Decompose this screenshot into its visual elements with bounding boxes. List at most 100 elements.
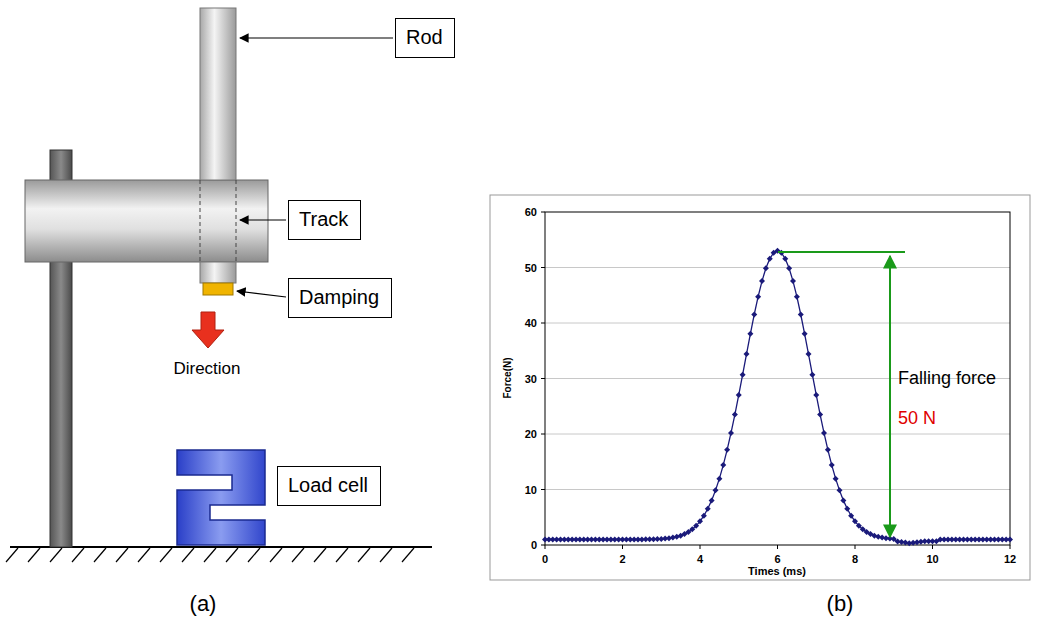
data-marker xyxy=(844,506,850,512)
hatch-stroke xyxy=(226,548,238,562)
data-marker xyxy=(767,256,773,262)
data-marker xyxy=(751,311,757,317)
data-marker xyxy=(809,372,815,378)
axis-tick-label: 0 xyxy=(542,554,548,565)
tick xyxy=(700,545,701,549)
hatch-stroke xyxy=(248,548,260,562)
data-marker xyxy=(720,462,726,468)
leader-line xyxy=(237,291,286,297)
grid-line xyxy=(545,323,1010,324)
tick xyxy=(541,212,545,213)
hatch-stroke xyxy=(94,548,106,562)
hatch-stroke xyxy=(6,548,18,562)
tick xyxy=(541,434,545,435)
force-curve xyxy=(545,251,1010,543)
data-marker xyxy=(829,462,835,468)
rod-lower xyxy=(200,262,236,283)
tick xyxy=(622,545,623,549)
panel-label: (b) xyxy=(827,593,854,615)
annotation-value: 50 N xyxy=(898,409,936,427)
data-marker xyxy=(794,294,800,300)
hatch-stroke xyxy=(116,548,128,562)
tick xyxy=(777,545,778,549)
tick xyxy=(1010,545,1011,549)
data-marker xyxy=(802,331,808,337)
grid-line xyxy=(545,434,1010,435)
label-box: Track xyxy=(288,200,361,240)
data-marker xyxy=(724,447,730,453)
axis-tick-label: 50 xyxy=(525,262,537,273)
data-marker xyxy=(705,506,711,512)
data-marker xyxy=(786,265,792,271)
axis-tick-label: 2 xyxy=(619,554,625,565)
tick xyxy=(541,489,545,490)
rod-hidden-edge xyxy=(200,180,201,262)
axis-title: Force(N) xyxy=(503,357,513,398)
hatch-stroke xyxy=(380,548,392,562)
data-marker xyxy=(1007,536,1013,542)
data-marker xyxy=(806,351,812,357)
data-marker xyxy=(713,487,719,493)
data-marker xyxy=(693,523,699,529)
data-marker xyxy=(728,430,734,436)
label-box: Load cell xyxy=(277,466,381,506)
rod-hidden-edge xyxy=(236,180,237,262)
hatch-stroke xyxy=(138,548,150,562)
axis-tick-label: 30 xyxy=(525,373,537,384)
data-marker xyxy=(790,278,796,284)
force-span-arrow xyxy=(889,256,891,537)
hatch-stroke xyxy=(160,548,172,562)
data-marker xyxy=(837,487,843,493)
hatch-stroke xyxy=(72,548,84,562)
annotation: Falling force xyxy=(898,369,996,387)
hatch-stroke xyxy=(358,548,370,562)
data-marker xyxy=(856,523,862,529)
tick xyxy=(932,545,933,549)
hatch-stroke xyxy=(292,548,304,562)
rod xyxy=(200,8,236,180)
part-name: Rod xyxy=(406,26,444,49)
hatch-stroke xyxy=(336,548,348,562)
data-marker xyxy=(833,476,839,482)
data-marker xyxy=(740,372,746,378)
axis-tick-label: 40 xyxy=(525,318,537,329)
part-name: Track xyxy=(299,208,350,231)
axis-tick-label: 0 xyxy=(531,540,537,551)
axis-tick-label: 10 xyxy=(926,554,938,565)
tick xyxy=(855,545,856,549)
axis-tick-label: 10 xyxy=(525,484,537,495)
data-marker xyxy=(817,412,823,418)
grid-line xyxy=(545,267,1010,268)
data-marker xyxy=(716,476,722,482)
peak-line xyxy=(778,251,905,253)
hatch-stroke xyxy=(50,548,62,562)
hatch-stroke xyxy=(204,548,216,562)
label-box: Damping xyxy=(288,278,392,318)
part-name: Damping xyxy=(299,286,381,309)
plot-area xyxy=(545,212,1010,545)
part-name: Load cell xyxy=(288,474,370,497)
leader-line xyxy=(240,219,286,220)
data-marker xyxy=(763,265,769,271)
data-marker xyxy=(736,392,742,398)
grid-lines xyxy=(545,268,1010,490)
axis-tick-label: 20 xyxy=(525,429,537,440)
panel-label: (a) xyxy=(190,593,217,615)
tick xyxy=(541,323,545,324)
data-markers xyxy=(542,248,1013,546)
data-marker xyxy=(840,497,846,503)
data-marker xyxy=(744,351,750,357)
axis-tick-label: 8 xyxy=(852,554,858,565)
data-marker xyxy=(732,412,738,418)
tick xyxy=(541,545,545,546)
direction-arrow xyxy=(192,312,224,348)
label-box: Rod xyxy=(395,18,455,58)
data-marker xyxy=(709,497,715,503)
direction-label: Direction xyxy=(173,360,240,377)
hatch-stroke xyxy=(270,548,282,562)
data-marker xyxy=(697,518,703,524)
ground-line xyxy=(10,546,432,548)
axis-title: Times (ms) xyxy=(748,566,806,577)
leader-line xyxy=(240,37,393,38)
track-cylinder xyxy=(25,180,268,262)
